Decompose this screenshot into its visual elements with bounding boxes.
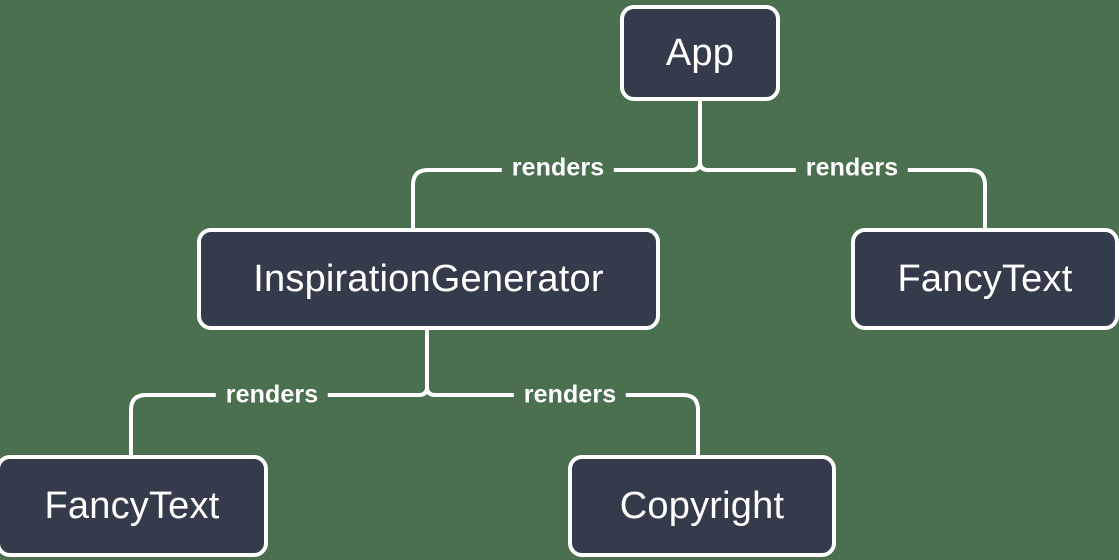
node-copyright[interactable]: Copyright [568, 455, 836, 557]
node-inspiration-generator[interactable]: InspirationGenerator [197, 228, 660, 330]
node-inspiration-generator-label: InspirationGenerator [253, 257, 604, 300]
node-fancytext-bottom[interactable]: FancyText [0, 455, 268, 557]
node-fancytext-bottom-label: FancyText [44, 484, 220, 527]
edge-label-app-to-inspiration-generator: renders [501, 155, 615, 181]
node-app[interactable]: App [620, 5, 780, 101]
node-fancytext-right[interactable]: FancyText [851, 228, 1119, 330]
node-fancytext-right-label: FancyText [897, 257, 1073, 300]
node-app-label: App [665, 31, 735, 74]
edge-label-inspiration-generator-to-copyright: renders [513, 382, 627, 408]
edge-label-inspiration-generator-to-fancytext-bottom: renders [215, 382, 329, 408]
node-copyright-label: Copyright [619, 484, 785, 527]
edge-label-app-to-fancytext-right: renders [795, 155, 909, 181]
